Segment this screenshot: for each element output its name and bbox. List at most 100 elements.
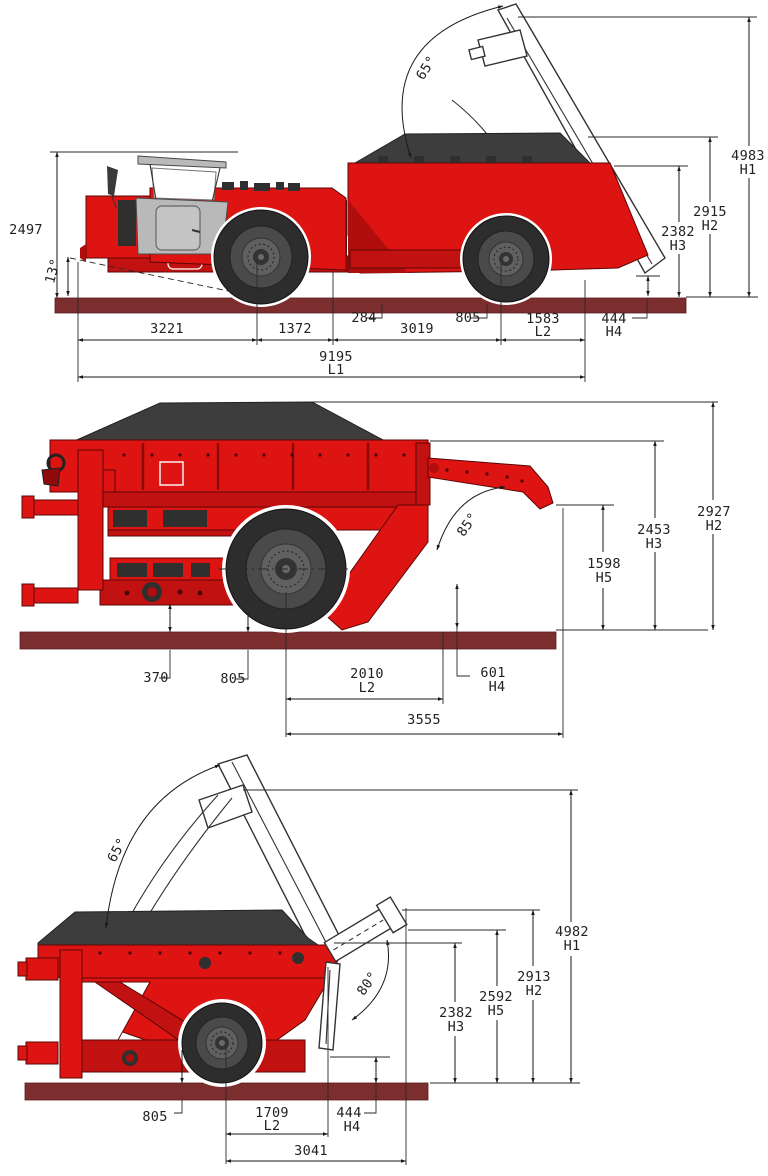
tick-284 <box>366 304 383 319</box>
tailgate-arm <box>427 457 554 510</box>
vent-slot <box>113 510 147 527</box>
view-rear-tailgate-open: 85° 2927 H2 2453 H3 1598 H5 601 H4 <box>19 401 731 738</box>
view3-dimensions: 65° 80° 4982 H1 2913 H2 2592 H5 <box>104 764 589 1165</box>
ground-bar <box>19 631 557 650</box>
dim-h4-label: H4 <box>489 679 506 695</box>
dim-2497-label: 2497 <box>9 222 43 238</box>
hitch-lower <box>25 1041 59 1065</box>
door-inner-line <box>231 761 331 951</box>
angle-85-label: 85° <box>454 510 482 540</box>
cab-window <box>151 167 217 201</box>
dim-2010-value: 2010 <box>350 666 384 682</box>
h4-leader <box>364 1083 377 1114</box>
dim-h4-value: 444 <box>336 1105 361 1121</box>
dim-1583-label: L2 <box>535 324 552 340</box>
door-handle <box>191 229 201 233</box>
frame-slot <box>117 563 147 577</box>
front-bumper <box>80 244 86 262</box>
dim-h4-value: 444 <box>601 311 626 327</box>
dim-h2-label: H2 <box>526 983 543 999</box>
dim-h4-label: H4 <box>606 324 623 340</box>
access-hatch <box>159 461 184 486</box>
dim-805-label: 805 <box>220 671 245 687</box>
dim-h5-label: H5 <box>488 1003 505 1019</box>
cab-rear-pillar <box>211 167 221 203</box>
dim-370-label: 370 <box>143 670 168 686</box>
cab-canopy <box>137 155 227 169</box>
front-column <box>77 449 104 591</box>
load-heap <box>37 909 320 946</box>
body-top-band <box>37 944 339 979</box>
front-wheel <box>211 207 311 307</box>
dim-3019-label: 3019 <box>400 321 434 337</box>
bolt-row <box>68 951 282 955</box>
dim-h1-label: H1 <box>564 938 581 954</box>
leader-805 <box>174 1100 183 1114</box>
dim-h3-value: 2382 <box>439 1005 473 1021</box>
dim-3041-label: 3041 <box>294 1143 328 1159</box>
dim-805-label: 805 <box>142 1109 167 1125</box>
dim-h5-value: 1598 <box>587 556 621 572</box>
deck-fittings <box>222 181 300 191</box>
latch-box <box>477 29 528 67</box>
cab <box>135 155 229 255</box>
dim-1709-value: 1709 <box>255 1105 289 1121</box>
dim-h2-value: 2915 <box>693 204 727 220</box>
dim-h4-value: 601 <box>480 665 505 681</box>
dim-1372-label: 1372 <box>278 321 312 337</box>
pivot-fitting <box>292 952 304 964</box>
front-column <box>59 949 83 1079</box>
tick-805 <box>470 304 488 319</box>
box-ribs <box>141 443 370 490</box>
lower-arm <box>31 587 79 604</box>
tip-angle-arc <box>104 764 221 929</box>
rear-wheel <box>460 213 552 305</box>
dim-h3-value: 2382 <box>661 224 695 240</box>
dim-h2-label: H2 <box>702 218 719 234</box>
view1-dimensions: 2497 13° 65° 4983 H1 2915 H2 2382 <box>9 5 765 382</box>
frame-fitting-center <box>147 587 157 597</box>
dim-h2-value: 2913 <box>517 969 551 985</box>
frame-slot <box>153 563 183 577</box>
dim-h2-label: H2 <box>706 518 723 534</box>
ground-bar <box>54 297 687 314</box>
trailer-wheel <box>178 999 266 1087</box>
frame-slot <box>191 563 210 577</box>
dim-3555-label: 3555 <box>407 712 441 728</box>
dim-h3-value: 2453 <box>637 522 671 538</box>
load-heap <box>353 132 592 164</box>
hitch-upper-knob <box>17 961 28 977</box>
h4-leader <box>632 299 648 319</box>
dim-1583-value: 1583 <box>526 311 560 327</box>
dim-h5-value: 2592 <box>479 989 513 1005</box>
dim-284-label: 284 <box>351 310 376 326</box>
dim-2010-label: L2 <box>359 680 376 696</box>
hitch-upper <box>25 957 59 981</box>
front-grille <box>118 200 136 246</box>
load-heap <box>69 401 386 444</box>
hanging-door <box>318 961 341 1051</box>
dim-h3-label: H3 <box>670 238 687 254</box>
trailer-unit <box>21 401 554 631</box>
upper-arm <box>31 499 79 516</box>
vent-slot <box>163 510 207 527</box>
mirror-stem <box>111 195 117 209</box>
leader-805 <box>236 650 249 680</box>
box-top-fittings <box>378 156 532 163</box>
angle-13-label: 13° <box>42 257 64 286</box>
dim-h3-label: H3 <box>448 1019 465 1035</box>
dim-h4-label: H4 <box>344 1119 361 1135</box>
dim-9195-label: L1 <box>328 362 345 378</box>
tip-angle-arc <box>401 5 504 159</box>
view-rear-body-tipped: 65° 80° 4982 H1 2913 H2 2592 H5 <box>17 754 589 1165</box>
view-side-tipped: 2497 13° 65° 4983 H1 2915 H2 2382 <box>9 3 765 382</box>
cab-front-pillar <box>149 163 157 201</box>
upper-arm-pad <box>21 495 35 519</box>
hitch-lower-knob <box>17 1045 28 1061</box>
dim-h1-label: H1 <box>740 162 757 178</box>
dim-h1-value: 4982 <box>555 924 589 940</box>
dim-3221-label: 3221 <box>150 321 184 337</box>
dim-1709-label: L2 <box>264 1118 281 1134</box>
